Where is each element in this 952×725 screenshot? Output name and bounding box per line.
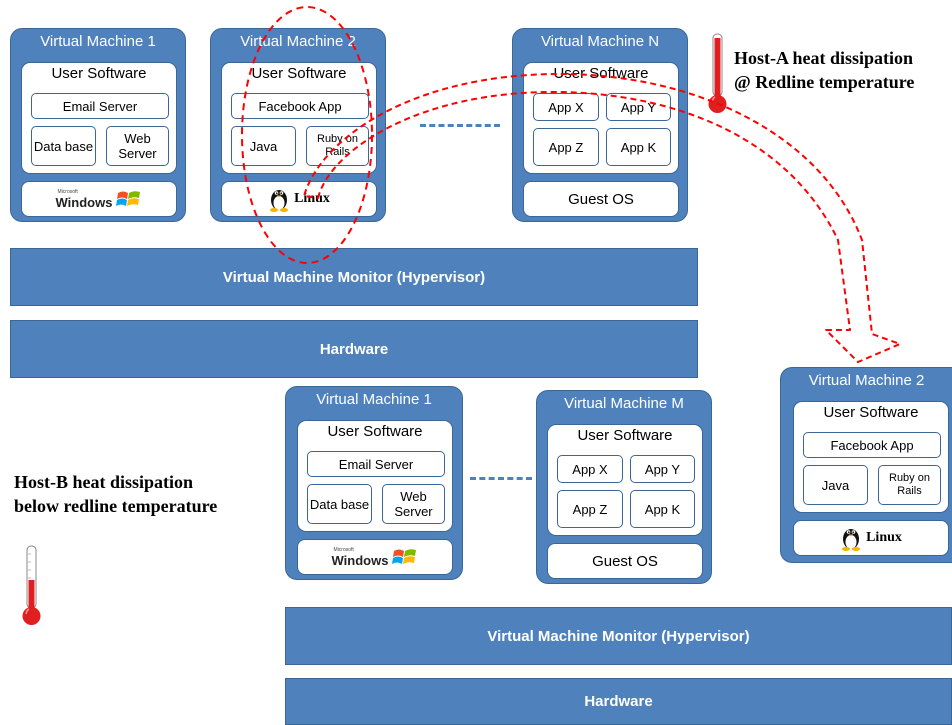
tux-penguin-icon: [842, 529, 861, 551]
ruby-on-rails-box: Ruby on Rails: [878, 465, 941, 505]
host-a-vmN: Virtual Machine N User Software App X Ap…: [512, 28, 688, 222]
vm-title: Virtual Machine 1: [316, 391, 432, 408]
java-box: Java: [231, 126, 296, 166]
app-z-box: App Z: [557, 490, 623, 528]
host-b-caption: Host-B heat dissipation below redline te…: [14, 470, 217, 518]
app-x-box: App X: [557, 455, 623, 483]
microsoft-brand-label: Microsoft: [57, 188, 78, 195]
user-software-label: User Software: [553, 65, 649, 82]
app-k-box: App K: [630, 490, 695, 528]
user-software-label: User Software: [327, 423, 423, 440]
host-a-hardware-bar: Hardware: [10, 320, 698, 378]
user-software-label: User Software: [251, 65, 347, 82]
app-k-box: App K: [606, 128, 671, 166]
microsoft-brand-label: Microsoft: [333, 546, 354, 553]
user-software-panel: User Software App X App Y App Z App K: [523, 62, 679, 174]
thermometer-icon: [22, 545, 41, 625]
web-server-box: Web Server: [106, 126, 169, 166]
migrated-vm2: Virtual Machine 2 User Software Facebook…: [780, 367, 952, 563]
ruby-on-rails-box: Ruby on Rails: [306, 126, 369, 166]
user-software-panel: User Software App X App Y App Z App K: [547, 424, 703, 536]
host-b-hypervisor-bar: Virtual Machine Monitor (Hypervisor): [285, 607, 952, 665]
facebook-app-box: Facebook App: [231, 93, 369, 119]
guest-os-panel: Guest OS: [523, 181, 679, 217]
host-a-hypervisor-bar: Virtual Machine Monitor (Hypervisor): [10, 248, 698, 306]
vm-ellipsis-dashes: [420, 124, 500, 127]
user-software-panel: User Software Facebook App Java Ruby on …: [793, 401, 949, 513]
java-box: Java: [803, 465, 868, 505]
user-software-label: User Software: [823, 404, 919, 421]
windows-logo-icon: [392, 549, 417, 564]
host-a-caption-line1: Host-A heat dissipation: [734, 48, 914, 68]
vm-title: Virtual Machine 2: [240, 33, 356, 50]
host-a-vm2: Virtual Machine 2 User Software Facebook…: [210, 28, 386, 222]
host-b-caption-line1: Host-B heat dissipation: [14, 472, 194, 492]
user-software-label: User Software: [577, 427, 673, 444]
user-software-panel: User Software Facebook App Java Ruby on …: [221, 62, 377, 174]
database-box: Data base: [307, 484, 372, 524]
host-b-caption-line2: below redline temperature: [14, 496, 218, 516]
os-panel-windows: Microsoft Windows: [21, 181, 177, 217]
windows-logo-icon: [116, 191, 141, 206]
os-panel-linux: Linux: [793, 520, 949, 556]
web-server-box: Web Server: [382, 484, 445, 524]
host-a-caption-line2: @ Redline temperature: [734, 72, 915, 92]
vm-title: Virtual Machine N: [540, 33, 660, 50]
app-z-box: App Z: [533, 128, 599, 166]
linux-label: Linux: [294, 191, 330, 206]
app-y-box: App Y: [630, 455, 695, 483]
thermometer-icon: [708, 33, 727, 113]
host-b-vm1: Virtual Machine 1 User Software Email Se…: [285, 386, 463, 580]
host-a-caption: Host-A heat dissipation @ Redline temper…: [734, 46, 914, 94]
windows-label: Windows: [331, 552, 389, 568]
user-software-panel: User Software Email Server Data base Web…: [21, 62, 177, 174]
host-b-hardware-bar: Hardware: [285, 678, 952, 725]
guest-os-panel: Guest OS: [547, 543, 703, 579]
os-panel-windows: Microsoft Windows: [297, 539, 453, 575]
app-x-box: App X: [533, 93, 599, 121]
os-panel-linux: Linux: [221, 181, 377, 217]
host-b-vmM: Virtual Machine M User Software App X Ap…: [536, 390, 712, 584]
vm-title: Virtual Machine M: [564, 395, 684, 412]
host-a-vm1: Virtual Machine 1 User Software Email Se…: [10, 28, 186, 222]
vm-title: Virtual Machine 1: [40, 33, 156, 50]
user-software-label: User Software: [51, 65, 147, 82]
app-y-box: App Y: [606, 93, 671, 121]
vm-title: Virtual Machine 2: [808, 372, 925, 389]
vm-ellipsis-dashes: [470, 477, 532, 480]
email-server-box: Email Server: [307, 451, 445, 477]
windows-label: Windows: [55, 194, 113, 210]
database-box: Data base: [31, 126, 96, 166]
linux-label: Linux: [866, 530, 902, 545]
facebook-app-box: Facebook App: [803, 432, 941, 458]
email-server-box: Email Server: [31, 93, 169, 119]
user-software-panel: User Software Email Server Data base Web…: [297, 420, 453, 532]
tux-penguin-icon: [270, 190, 289, 212]
